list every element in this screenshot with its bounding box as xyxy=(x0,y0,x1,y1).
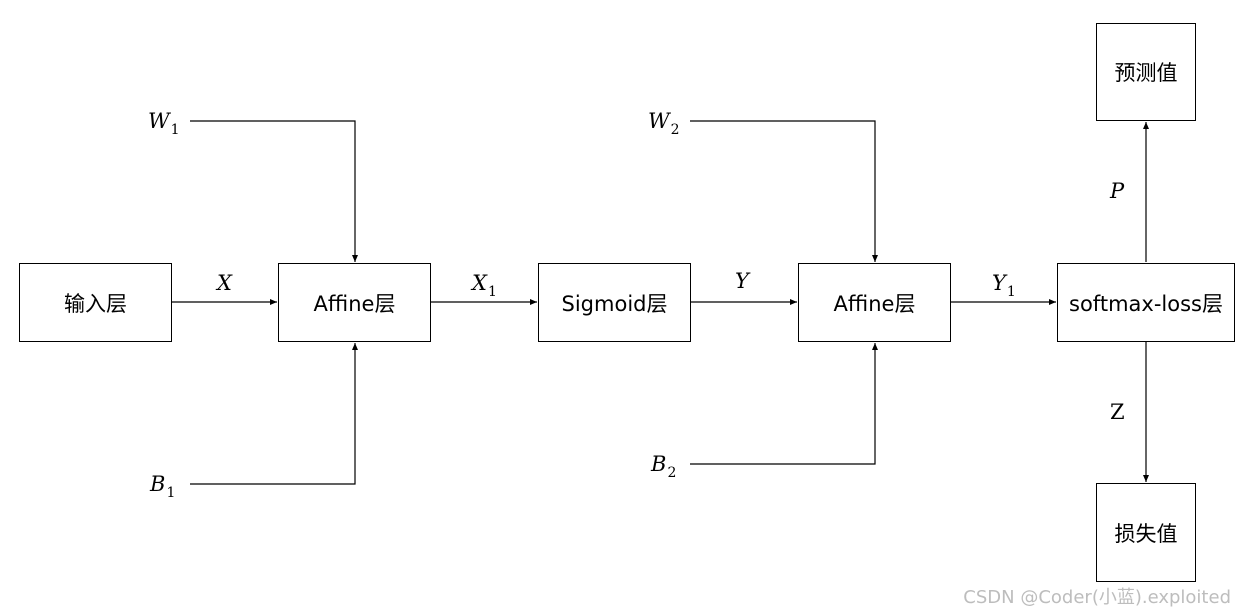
edge-label-x: X xyxy=(217,271,232,295)
affine2-layer-label: Affine层 xyxy=(833,291,916,316)
loss-box: 损失值 xyxy=(1096,483,1196,582)
affine1-layer-label: Affine层 xyxy=(313,291,396,316)
softmax-loss-layer-box: softmax-loss层 xyxy=(1057,263,1235,342)
input-layer-label: 输入层 xyxy=(64,291,127,316)
edge-label-z: Z xyxy=(1110,400,1125,424)
edge-label-x1: X1 xyxy=(472,271,497,300)
edge-w1-to-affine1 xyxy=(190,120,358,262)
sigmoid-layer-label: Sigmoid层 xyxy=(561,291,668,316)
sigmoid-layer-box: Sigmoid层 xyxy=(538,263,691,342)
edge-label-w2: W2 xyxy=(648,109,680,138)
watermark: CSDN @Coder(小蓝).exploited xyxy=(963,587,1231,608)
edge-b2-to-affine2 xyxy=(690,343,878,465)
softmax-loss-layer-label: softmax-loss层 xyxy=(1069,291,1223,316)
affine1-layer-box: Affine层 xyxy=(278,263,431,342)
edge-label-w1: W1 xyxy=(148,109,180,138)
edge-label-y1: Y1 xyxy=(992,271,1016,300)
input-layer-box: 输入层 xyxy=(19,263,172,342)
edge-label-b2: B2 xyxy=(651,452,677,481)
edge-b1-to-affine1 xyxy=(190,343,358,485)
prediction-box: 预测值 xyxy=(1096,23,1196,121)
edge-label-p: P xyxy=(1110,179,1125,203)
edge-label-y: Y xyxy=(735,269,749,293)
edge-w2-to-affine2 xyxy=(690,120,878,262)
prediction-label: 预测值 xyxy=(1114,61,1178,85)
edge-label-b1: B1 xyxy=(150,472,176,501)
loss-label: 损失值 xyxy=(1114,521,1178,546)
affine2-layer-box: Affine层 xyxy=(798,263,951,342)
